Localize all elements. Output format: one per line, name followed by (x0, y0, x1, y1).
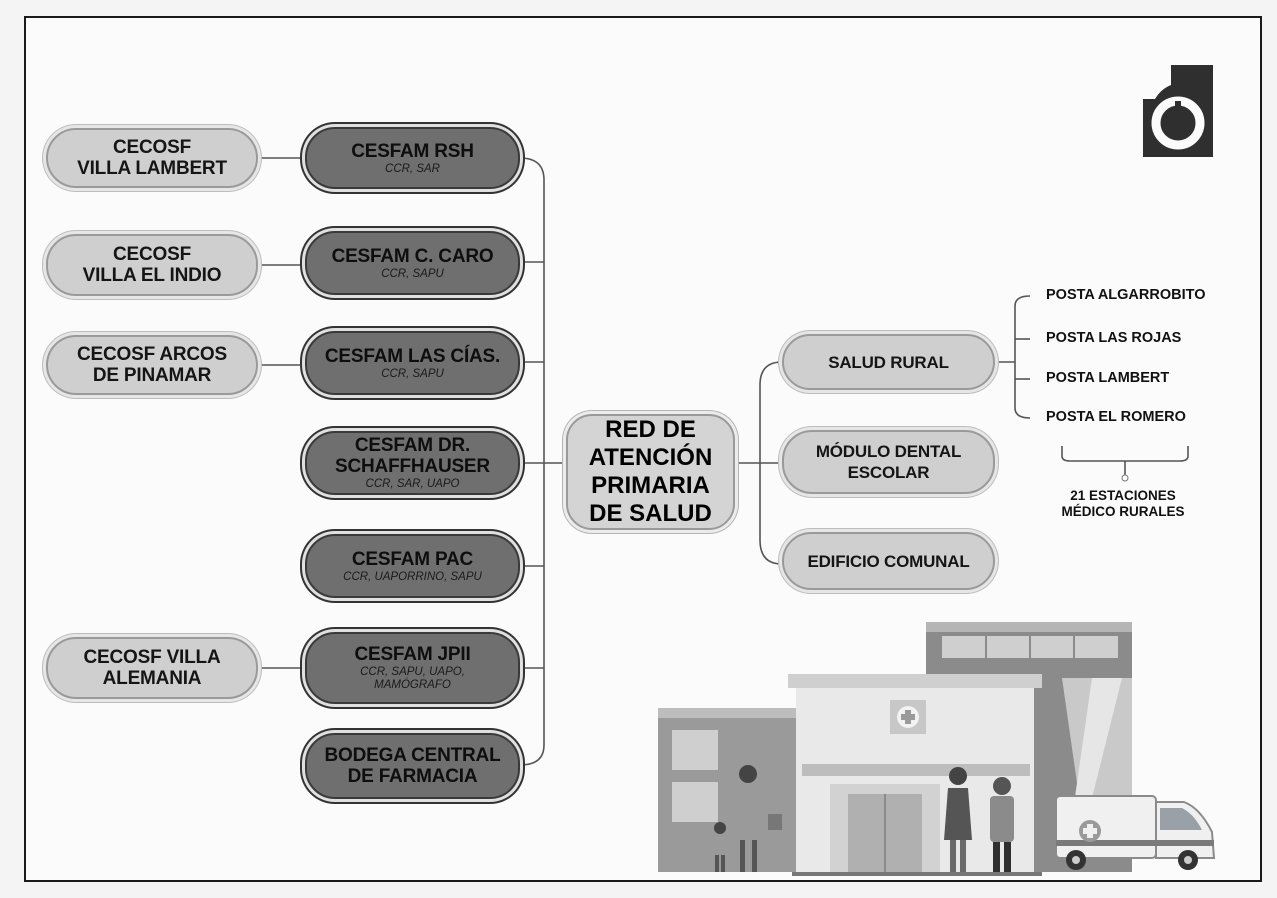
cesfam-node[interactable]: CESFAM RSH CCR, SAR (305, 127, 520, 189)
cecosf-node[interactable]: CECOSF ARCOS DE PINAMAR (46, 335, 258, 395)
center-label: RED DE ATENCIÓN PRIMARIA DE SALUD (588, 416, 713, 527)
center-node[interactable]: RED DE ATENCIÓN PRIMARIA DE SALUD (566, 414, 735, 530)
posta-item: POSTA EL ROMERO (1046, 409, 1186, 425)
cesfam-node[interactable]: CESFAM PAC CCR, UAPORRINO, SAPU (305, 534, 520, 598)
cesfam-services: CCR, SAPU (381, 367, 444, 380)
health-center-illustration (658, 622, 1216, 876)
rural-stations-note: 21 ESTACIONES MÉDICO RURALES (1061, 488, 1185, 519)
cecosf-label: CECOSF VILLA LAMBERT (77, 137, 227, 179)
salud-rural-node[interactable]: SALUD RURAL (782, 334, 995, 390)
cecosf-node[interactable]: CECOSF VILLA ALEMANIA (46, 637, 258, 699)
posta-item: POSTA ALGARROBITO (1046, 287, 1206, 303)
cesfam-label: CESFAM LAS CÍAS. (324, 345, 501, 367)
cesfam-label: CESFAM DR. SCHAFFHAUSER (335, 435, 490, 477)
cesfam-services: CCR, SAPU, UAPO, MAMÓGRAFO (360, 666, 465, 691)
cesfam-node[interactable]: CESFAM LAS CÍAS. CCR, SAPU (305, 331, 520, 395)
cecosf-label: CECOSF VILLA EL INDIO (82, 244, 222, 286)
cecosf-node[interactable]: CECOSF VILLA EL INDIO (46, 234, 258, 296)
cesfam-node[interactable]: CESFAM DR. SCHAFFHAUSER CCR, SAR, UAPO (305, 431, 520, 495)
cesfam-services: CCR, SAPU (381, 267, 444, 280)
cesfam-label: CESFAM JPII (354, 644, 471, 665)
modulo-dental-node[interactable]: MÓDULO DENTAL ESCOLAR (782, 430, 995, 494)
cesfam-services: CCR, UAPORRINO, SAPU (343, 570, 482, 583)
right-node-label: EDIFICIO COMUNAL (807, 551, 970, 571)
cesfam-services: CCR, SAR (385, 162, 440, 175)
cesfam-label: CESFAM RSH (351, 140, 474, 162)
right-node-label: MÓDULO DENTAL ESCOLAR (815, 442, 962, 482)
cesfam-services: CCR, SAR, UAPO (365, 478, 460, 490)
cesfam-node[interactable]: CESFAM JPII CCR, SAPU, UAPO, MAMÓGRAFO (305, 632, 520, 704)
edificio-comunal-node[interactable]: EDIFICIO COMUNAL (782, 532, 995, 590)
cecosf-label: CECOSF VILLA ALEMANIA (83, 647, 221, 689)
cesfam-label: CESFAM PAC (351, 548, 474, 570)
posta-item: POSTA LAMBERT (1046, 370, 1170, 386)
cesfam-node[interactable]: CESFAM C. CARO CCR, SAPU (305, 231, 520, 295)
cesfam-label: CESFAM C. CARO (331, 245, 494, 267)
cecosf-label: CECOSF ARCOS DE PINAMAR (77, 344, 227, 386)
bodega-node[interactable]: BODEGA CENTRAL DE FARMACIA (305, 733, 520, 799)
bodega-label: BODEGA CENTRAL DE FARMACIA (324, 745, 501, 787)
posta-item: POSTA LAS ROJAS (1046, 330, 1182, 346)
municipal-logo-icon (1143, 65, 1213, 157)
cecosf-node[interactable]: CECOSF VILLA LAMBERT (46, 128, 258, 188)
right-node-label: SALUD RURAL (828, 352, 949, 372)
